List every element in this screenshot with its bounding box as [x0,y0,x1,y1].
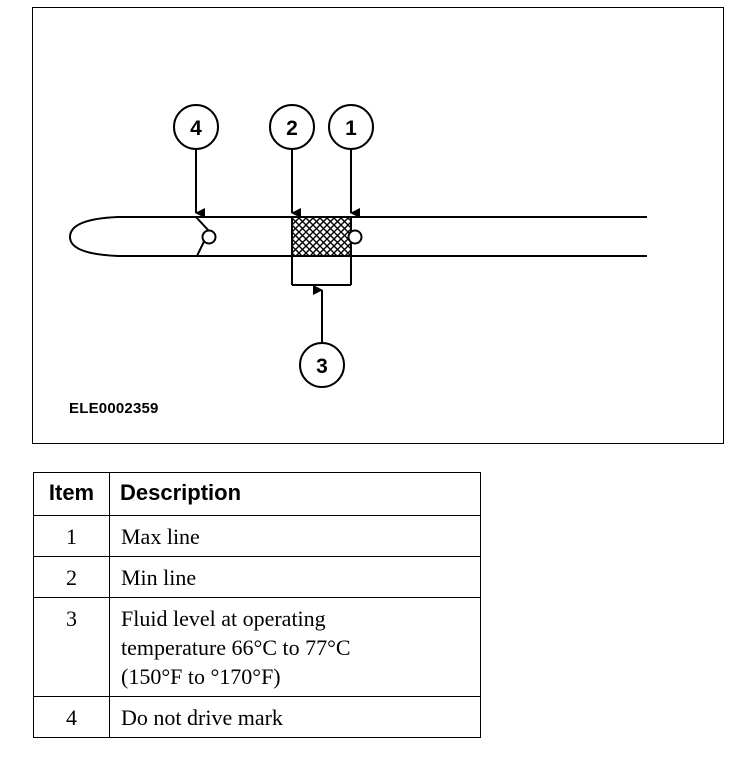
item-number: 2 [33,556,110,598]
table-row: 3 Fluid level at operating temperature 6… [33,597,481,697]
callout-1: 1 [328,104,374,218]
header-item: Item [33,472,110,516]
item-description: Fluid level at operating temperature 66°… [109,597,481,697]
callout-3-label: 3 [316,355,328,378]
table-row: 4 Do not drive mark [33,696,481,738]
figure-code: ELE0002359 [69,400,159,417]
description-line: Max line [121,524,200,549]
item-description: Do not drive mark [109,696,481,738]
legend-table: Item Description 1 Max line 2 Min line 3… [33,472,481,738]
dipstick-blade [68,216,647,257]
item-number: 1 [33,515,110,557]
callout-4-label: 4 [190,117,202,140]
callout-1-label: 1 [345,117,357,140]
dipstick-figure: 4 2 1 3 ELE0002359 [32,7,724,444]
dipstick-diagram: 4 2 1 3 [68,104,647,388]
fluid-level-range [291,216,352,286]
item-description: Min line [109,556,481,598]
item-number: 3 [33,597,110,697]
description-line: (150°F to °170°F) [121,664,281,689]
callout-4: 4 [173,104,219,218]
callout-3: 3 [299,285,345,388]
max-line-mark [347,229,363,245]
description-line: Do not drive mark [121,705,283,730]
item-description: Max line [109,515,481,557]
item-number: 4 [33,696,110,738]
description-line: Min line [121,565,197,590]
description-line: temperature 66°C to 77°C [121,635,351,660]
table-row: 2 Min line [33,556,481,598]
do-not-drive-mark [195,216,217,257]
header-description: Description [109,472,481,516]
callout-2-label: 2 [286,117,298,140]
callout-2: 2 [269,104,315,218]
table-header-row: Item Description [33,472,481,516]
description-line: Fluid level at operating [121,606,326,631]
table-row: 1 Max line [33,515,481,557]
